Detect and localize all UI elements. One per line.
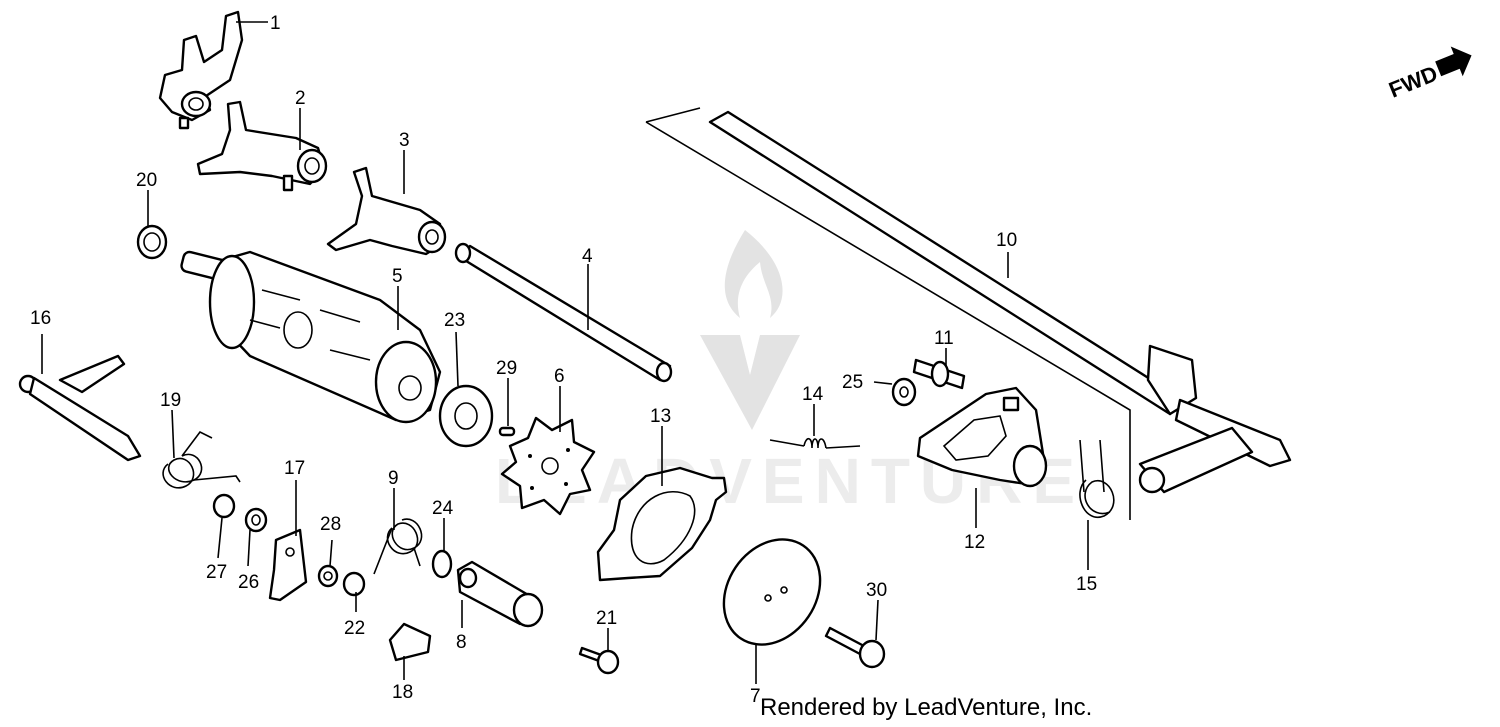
callout-24: 24 [432,498,454,519]
callout-3: 3 [399,130,410,151]
callout-7: 7 [750,686,761,707]
gasket-7 [722,538,822,646]
bolt-21 [578,646,620,675]
callout-27: 27 [206,562,227,583]
callout-21: 21 [596,608,617,629]
return-spring-19 [162,430,241,489]
callout-8: 8 [456,632,467,653]
callout-18: 18 [392,682,413,703]
stopper-arm-16 [18,354,142,462]
callout-labels: 1 2 3 4 5 6 7 8 9 10 11 12 13 14 15 16 1… [30,13,1097,707]
fwd-arrow-icon: FWD [1385,46,1472,103]
return-spring-15 [1079,439,1115,519]
callout-13: 13 [650,406,671,427]
callout-30: 30 [866,580,887,601]
callout-14: 14 [802,384,824,405]
bracket-17 [268,528,308,602]
callout-26: 26 [238,572,259,593]
spring-14 [769,437,861,449]
callout-1: 1 [270,13,281,34]
washer-28 [317,564,339,588]
gearshift-spindle-10 [645,107,1292,520]
nut-22 [342,571,366,597]
washer-24 [431,549,453,579]
callout-20: 20 [136,170,157,191]
stopper-spring-9 [373,518,423,575]
callout-2: 2 [295,88,306,109]
callout-4: 4 [582,246,593,267]
callout-16: 16 [30,308,51,329]
callout-29: 29 [496,358,517,379]
shift-fork-2 [196,100,328,192]
shift-drum-5 [180,250,442,424]
washer-26 [244,507,268,533]
callout-28: 28 [320,514,341,535]
callout-5: 5 [392,266,403,287]
dowel-pin-29 [498,426,516,437]
fwd-label: FWD [1385,61,1441,103]
bolt-30 [824,626,886,669]
callout-22: 22 [344,618,365,639]
drum-star-6 [500,416,596,516]
washer-23 [438,384,494,448]
callout-6: 6 [554,366,565,387]
drum-stopper-8 [456,560,544,628]
shift-fork-3 [326,166,447,256]
callout-15: 15 [1076,574,1097,595]
callout-25: 25 [842,372,863,393]
bolt-11 [912,358,966,390]
callout-17: 17 [284,458,305,479]
clip-18 [388,622,432,662]
guide-plate-13 [596,466,728,582]
bearing-20 [136,224,168,260]
guide-shaft-4 [454,242,673,383]
gearshift-arm-12 [916,386,1048,488]
circlip-27 [212,493,236,519]
callout-9: 9 [388,468,399,489]
washer-25 [891,377,917,407]
callout-19: 19 [160,390,181,411]
callout-leaders [41,21,1089,684]
callout-11: 11 [934,328,954,349]
callout-23: 23 [444,310,465,331]
credit-text: Rendered by LeadVenture, Inc. [760,694,1093,721]
callout-10: 10 [996,230,1017,251]
shift-fork-1 [158,10,244,130]
callout-12: 12 [964,532,985,553]
